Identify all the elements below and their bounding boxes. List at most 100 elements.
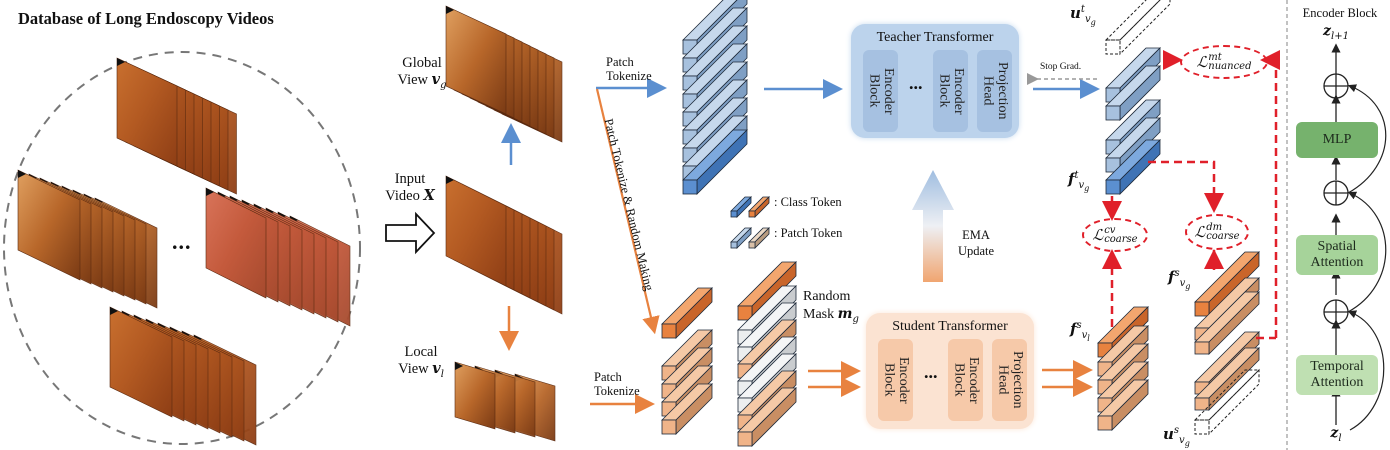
skip-connection-2 xyxy=(1347,191,1387,313)
teacher-encoder-block-1-label: Encoder Block xyxy=(866,67,897,115)
f-sg-symbol: f xyxy=(1168,268,1175,286)
student-class-token xyxy=(661,287,713,339)
frame-marker xyxy=(117,58,125,66)
token-front-face xyxy=(661,323,677,339)
token-front-face xyxy=(1105,105,1121,121)
u-t-sup: t xyxy=(1080,4,1085,15)
student-title: Student Transformer xyxy=(892,319,1008,334)
teacher-projection-head-label: Projection Head xyxy=(980,62,1011,120)
ema-update-label: EMA Update xyxy=(956,228,996,259)
input-arrow-icon xyxy=(385,211,436,255)
teacher-ellipsis: ... xyxy=(909,73,923,93)
loss-dm-sub: coarse xyxy=(1206,231,1240,242)
loss-cv-sub: coarse xyxy=(1104,234,1138,245)
global-symbol: v xyxy=(431,70,441,88)
f-sl-symbol: f xyxy=(1070,320,1077,338)
local-label-line1: Local xyxy=(404,344,438,360)
random-mask-line2: Mask mg xyxy=(803,306,859,326)
teacher-output-patch-token xyxy=(1105,65,1161,121)
token-top-face xyxy=(1104,0,1161,41)
u-s-subsub: g xyxy=(1184,439,1190,448)
u-teacher-masked-outline xyxy=(1104,0,1171,56)
residual-add-icon-top xyxy=(1323,73,1349,99)
arrow-diagonal-mask xyxy=(595,88,660,335)
ema-arrow-icon xyxy=(912,170,954,282)
legend-patch-token-blue xyxy=(730,227,752,249)
feature-label-f-teacher: ftvg xyxy=(1068,170,1089,194)
student-encoder-block-1: Encoder Block xyxy=(878,339,913,421)
dataset-title: Database of Long Endoscopy Videos xyxy=(18,9,274,28)
student-local-patch-token xyxy=(1097,379,1149,431)
frame-marker xyxy=(446,176,454,184)
encoder-output-label: zl+1 xyxy=(1300,23,1372,41)
global-label-line1: Global xyxy=(402,55,442,71)
local-subscript: l xyxy=(440,368,444,380)
token-front-face xyxy=(730,210,738,218)
token-front-face xyxy=(1194,341,1210,355)
ema-label-line2: Update xyxy=(957,243,995,258)
skip-connection-3 xyxy=(1347,84,1387,194)
frame-marker xyxy=(206,188,214,196)
f-t-sup: t xyxy=(1074,170,1079,181)
teacher-projection-head: Projection Head xyxy=(977,50,1012,132)
u-s-sub-v: v xyxy=(1179,435,1185,446)
f-t-sub: vg xyxy=(1078,180,1089,193)
z-out-symbol: z xyxy=(1323,23,1331,39)
token-front-face xyxy=(748,210,756,218)
teacher-output-class-token xyxy=(1105,139,1161,195)
u-t-sub-v: v xyxy=(1084,14,1091,25)
local-symbol: v xyxy=(432,359,441,377)
u-t-sub: vg xyxy=(1084,14,1096,27)
z-in-sub: l xyxy=(1338,432,1342,444)
video-frame xyxy=(116,57,178,167)
student-encoder-block-2-label: Encoder Block xyxy=(951,356,982,404)
stop-grad-label: Stop Grad. xyxy=(1040,62,1082,72)
f-sl-sup: s xyxy=(1076,320,1082,331)
u-t-symbol: u xyxy=(1070,4,1081,22)
f-sl-sub-v: v xyxy=(1081,330,1088,341)
encoder-input-label: zl xyxy=(1300,425,1372,444)
token-front-face xyxy=(1105,157,1121,173)
video-frame xyxy=(445,5,507,115)
local-view-video xyxy=(454,361,556,442)
loss-nuanced-symbol: ℒ xyxy=(1196,53,1208,71)
student-encoder-block-1-label: Encoder Block xyxy=(881,356,912,404)
f-t-sub-v: v xyxy=(1078,180,1085,191)
input-label-text: Video xyxy=(385,187,424,204)
video-frame xyxy=(454,361,496,430)
input-video-label: Input Video X xyxy=(384,171,436,205)
u-s-symbol: u xyxy=(1163,425,1174,443)
teacher-encoder-block-2: Encoder Block xyxy=(933,50,968,132)
f-sl-subsub: l xyxy=(1087,334,1090,343)
random-mask-line1: Random xyxy=(803,289,851,304)
dataset-video-left xyxy=(17,169,158,309)
patch-tokenize-bottom-label: Patch Tokenize xyxy=(594,370,640,399)
f-sg-sub-v: v xyxy=(1179,278,1186,289)
token-front-face xyxy=(1194,397,1210,411)
u-t-subsub: g xyxy=(1090,18,1096,27)
legend-patch-token-orange xyxy=(748,227,770,249)
dataset-video-right xyxy=(205,187,351,327)
student-transformer-box: Student Transformer Encoder Block ... En… xyxy=(866,313,1034,429)
token-front-face xyxy=(737,305,753,321)
feature-label-u-student: usvg xyxy=(1163,425,1190,449)
frame-marker xyxy=(18,170,26,178)
teacher-encoder-block-1: Encoder Block xyxy=(863,50,898,132)
video-frame xyxy=(445,175,507,287)
token-side-face xyxy=(1119,0,1171,56)
f-t-symbol: f xyxy=(1068,170,1075,188)
legend-patch-token: : Patch Token xyxy=(774,226,843,240)
u-s-sub: vg xyxy=(1179,435,1190,448)
global-view-video xyxy=(445,5,563,143)
patch-tokenize-bottom-line2: Tokenize xyxy=(594,384,640,399)
token-front-face xyxy=(1105,39,1121,55)
loss-dm-symbol: ℒ xyxy=(1194,223,1206,241)
student-projection-head-label: Projection Head xyxy=(995,351,1026,409)
input-video xyxy=(445,175,563,315)
teacher-class-token xyxy=(682,129,748,195)
temporal-attention-block: Temporal Attention xyxy=(1296,355,1378,395)
token-side-face xyxy=(1208,368,1260,436)
